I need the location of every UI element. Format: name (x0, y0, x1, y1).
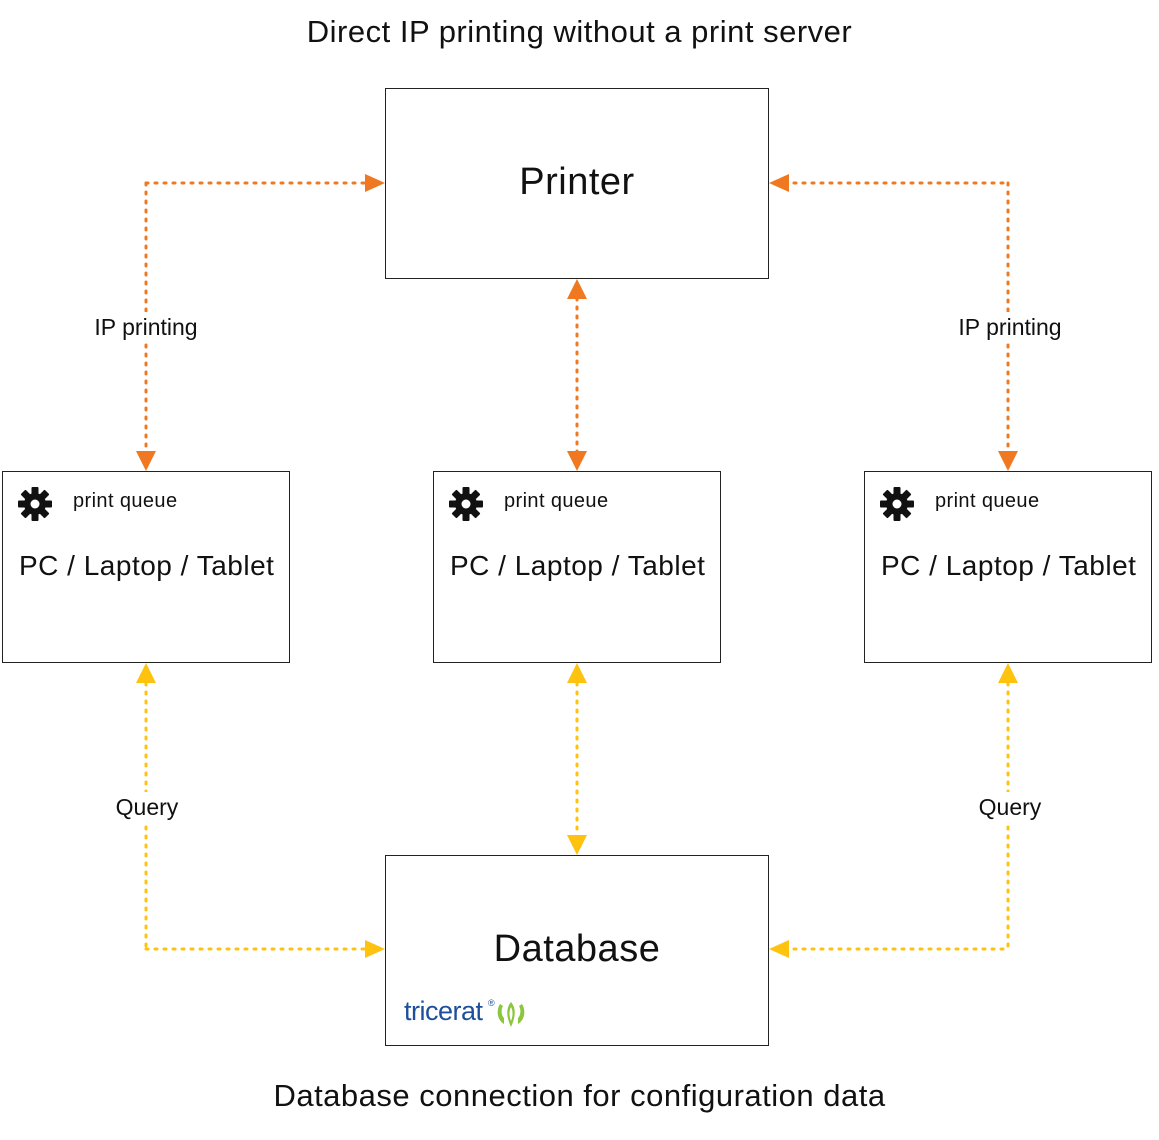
print-queue-label: print queue (73, 490, 178, 512)
gear-icon (880, 487, 914, 521)
arrow-left-icon (769, 174, 789, 192)
ip-printing-label-right: IP printing (950, 312, 1070, 343)
device-label: PC / Laptop / Tablet (881, 550, 1137, 581)
logo-registered-mark: ® (488, 998, 495, 1008)
arrow-left-icon (769, 940, 789, 958)
logo-text: tricerat (404, 996, 483, 1026)
leaf-mark-icon (497, 1002, 525, 1027)
ip-printing-label-left: IP printing (86, 312, 206, 343)
query-label-left: Query (104, 792, 190, 823)
device-node-left: print queue PC / Laptop / Tablet (2, 471, 290, 663)
database-label: Database (493, 928, 661, 970)
device-label: PC / Laptop / Tablet (19, 550, 275, 581)
arrow-right-icon (365, 174, 385, 192)
arrow-up-icon (136, 663, 156, 683)
device-label: PC / Laptop / Tablet (450, 550, 706, 581)
arrow-down-icon (136, 451, 156, 471)
device-node-center: print queue PC / Laptop / Tablet (433, 471, 721, 663)
printer-node: Printer (385, 88, 769, 279)
arrow-down-icon (567, 451, 587, 471)
arrow-up-icon (567, 279, 587, 299)
query-label-right: Query (967, 792, 1053, 823)
arrow-down-icon (998, 451, 1018, 471)
print-queue-label: print queue (935, 490, 1040, 512)
gear-icon (18, 487, 52, 521)
gear-icon (449, 487, 483, 521)
device-node-right: print queue PC / Laptop / Tablet (864, 471, 1152, 663)
printer-label: Printer (519, 161, 635, 203)
top-caption: Direct IP printing without a print serve… (306, 14, 853, 49)
arrow-right-icon (365, 940, 385, 958)
arrow-down-icon (567, 835, 587, 855)
bottom-caption: Database connection for configuration da… (273, 1078, 886, 1113)
arrow-up-icon (998, 663, 1018, 683)
arrow-up-icon (567, 663, 587, 683)
print-queue-label: print queue (504, 490, 609, 512)
database-node: Database tricerat ® (385, 855, 769, 1046)
tricerat-logo: tricerat ® (402, 996, 542, 1032)
